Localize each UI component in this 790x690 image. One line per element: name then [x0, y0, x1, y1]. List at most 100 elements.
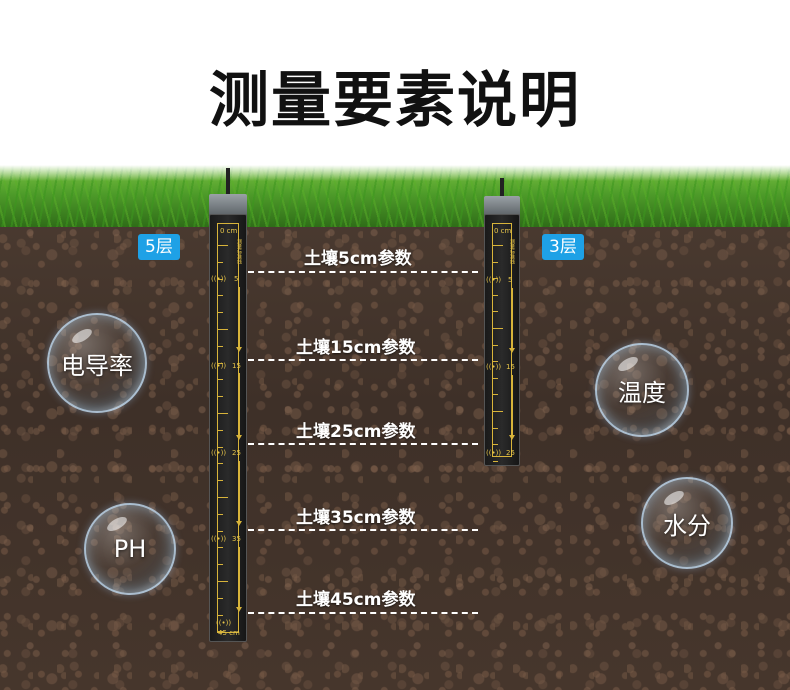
depth-label: 土壤45cm参数: [296, 590, 416, 610]
bubble-label-ph: PH: [113, 535, 147, 563]
probe3-scale-tick: [493, 377, 498, 379]
probe5-top-label: 0 cm: [220, 227, 238, 235]
probe5-scale-tick: [218, 530, 223, 532]
probe5-mark-35: 35: [232, 535, 241, 543]
probe5-scale-tick: [218, 278, 223, 280]
probe5-vertical-text: 测量标准线: [236, 239, 242, 264]
depth-guide-line: [248, 529, 478, 531]
probe5-scale-tick: [218, 581, 228, 582]
probe5-scale-tick: [218, 312, 223, 314]
probe3-vertical-text: 测量标准线: [509, 239, 515, 264]
probe3-scale-tick: [493, 261, 498, 263]
probe5-mark-15: 15: [232, 362, 241, 370]
probe5-sensor-45: ((•)): [216, 619, 232, 627]
probe5-scale-tick: [218, 379, 223, 381]
probe3-scale-frame: [492, 223, 512, 457]
probe5-arrowhead: [236, 435, 242, 440]
probe3-scale-tick: [493, 411, 503, 412]
probe5-scale-tick: [218, 429, 223, 431]
bubble-label-conductivity: 电导率: [61, 351, 133, 380]
probe3-scale-tick: [493, 361, 498, 363]
probe-5-layer: 0 cm 测量标准线 ((•)) 5 ((•)) 15 ((•)) 25 ((•…: [209, 214, 247, 642]
probe5-cable: [226, 168, 230, 196]
probe5-scale-frame: [217, 223, 239, 633]
probe5-mark-5: 5: [234, 275, 239, 283]
depth-label: 土壤35cm参数: [296, 508, 416, 528]
probe5-scale-tick: [218, 631, 223, 633]
probe5-arrow: [239, 287, 240, 347]
depth-guide-line: [248, 443, 478, 445]
probe3-sensor-15: ((•)): [486, 363, 502, 371]
probe5-arrowhead: [236, 521, 242, 526]
probe5-cap: [209, 194, 247, 216]
probe5-scale-tick: [218, 413, 228, 414]
probe3-scale-tick: [493, 460, 498, 462]
probe5-scale-tick: [218, 547, 223, 549]
depth-label: 土壤15cm参数: [296, 338, 416, 358]
probe5-sensor-35: ((•)): [211, 535, 227, 543]
probe5-scale-tick: [218, 597, 223, 599]
soil-background: [0, 215, 790, 690]
probe5-arrow: [239, 373, 240, 435]
probe5-scale-tick: [218, 480, 223, 482]
probe5-arrowhead: [236, 607, 242, 612]
probe3-arrow: [512, 288, 513, 348]
badge-5-layer: 5层: [138, 234, 180, 260]
probe5-scale-tick: [218, 497, 228, 498]
probe3-scale-tick: [493, 427, 498, 429]
probe5-scale-tick: [218, 513, 223, 515]
probe3-scale-tick: [493, 328, 503, 329]
probe-3-layer: 0 cm 测量标准线 ((•)) 5 ((•)) 15 ((•)) 25: [484, 214, 520, 466]
probe5-scale-tick: [218, 463, 223, 465]
probe3-mark-25: 25: [506, 449, 515, 457]
probe5-scale-tick: [218, 245, 228, 246]
probe5-arrow: [239, 461, 240, 521]
bubble-shine: [69, 326, 95, 346]
probe5-sensor-15: ((•)): [211, 362, 227, 370]
depth-label: 土壤5cm参数: [304, 249, 412, 269]
depth-guide-line: [248, 359, 478, 361]
probe5-mark-25: 25: [232, 449, 241, 457]
depth-guide-line: [248, 612, 478, 614]
depth-label: 土壤25cm参数: [296, 422, 416, 442]
probe3-scale-tick: [493, 344, 498, 346]
probe5-arrow: [239, 547, 240, 607]
bubble-shine: [615, 354, 641, 374]
badge-3-layer: 3层: [542, 234, 584, 260]
probe3-arrow: [512, 375, 513, 435]
grass-layer: [0, 165, 790, 227]
bubble-shine: [104, 514, 130, 534]
probe5-scale-tick: [218, 261, 223, 263]
bubble-ph: PH: [84, 503, 176, 595]
probe5-scale-tick: [218, 396, 223, 398]
probe5-scale-tick: [218, 614, 223, 616]
probe3-mark-15: 15: [506, 363, 515, 371]
probe3-top-label: 0 cm: [494, 227, 512, 235]
probe3-scale-tick: [493, 294, 498, 296]
probe3-scale-tick: [493, 278, 498, 280]
probe3-arrowhead: [509, 435, 515, 440]
probe3-cap: [484, 196, 520, 216]
probe3-scale-tick: [493, 245, 503, 246]
page-title: 测量要素说明: [209, 66, 581, 136]
bubble-moisture: 水分: [641, 477, 733, 569]
bubble-conductivity: 电导率: [47, 313, 147, 413]
probe3-cable: [500, 178, 504, 198]
probe5-arrowhead: [236, 347, 242, 352]
probe3-arrowhead: [509, 348, 515, 353]
probe3-sensor-25: ((•)): [486, 449, 502, 457]
depth-guide-line: [248, 271, 478, 273]
probe5-bottom-label: 45 cm: [218, 629, 240, 637]
probe3-scale-tick: [493, 444, 498, 446]
probe3-mark-5: 5: [508, 276, 513, 284]
probe5-scale-tick: [218, 446, 223, 448]
bubble-temperature: 温度: [595, 343, 689, 437]
probe3-scale-tick: [493, 311, 498, 313]
probe5-scale-tick: [218, 564, 223, 566]
probe5-scale-tick: [218, 295, 223, 297]
probe5-scale-tick: [218, 345, 223, 347]
probe3-sensor-5: ((•)): [486, 276, 502, 284]
probe3-scale-tick: [493, 394, 498, 396]
probe5-sensor-25: ((•)): [211, 449, 227, 457]
